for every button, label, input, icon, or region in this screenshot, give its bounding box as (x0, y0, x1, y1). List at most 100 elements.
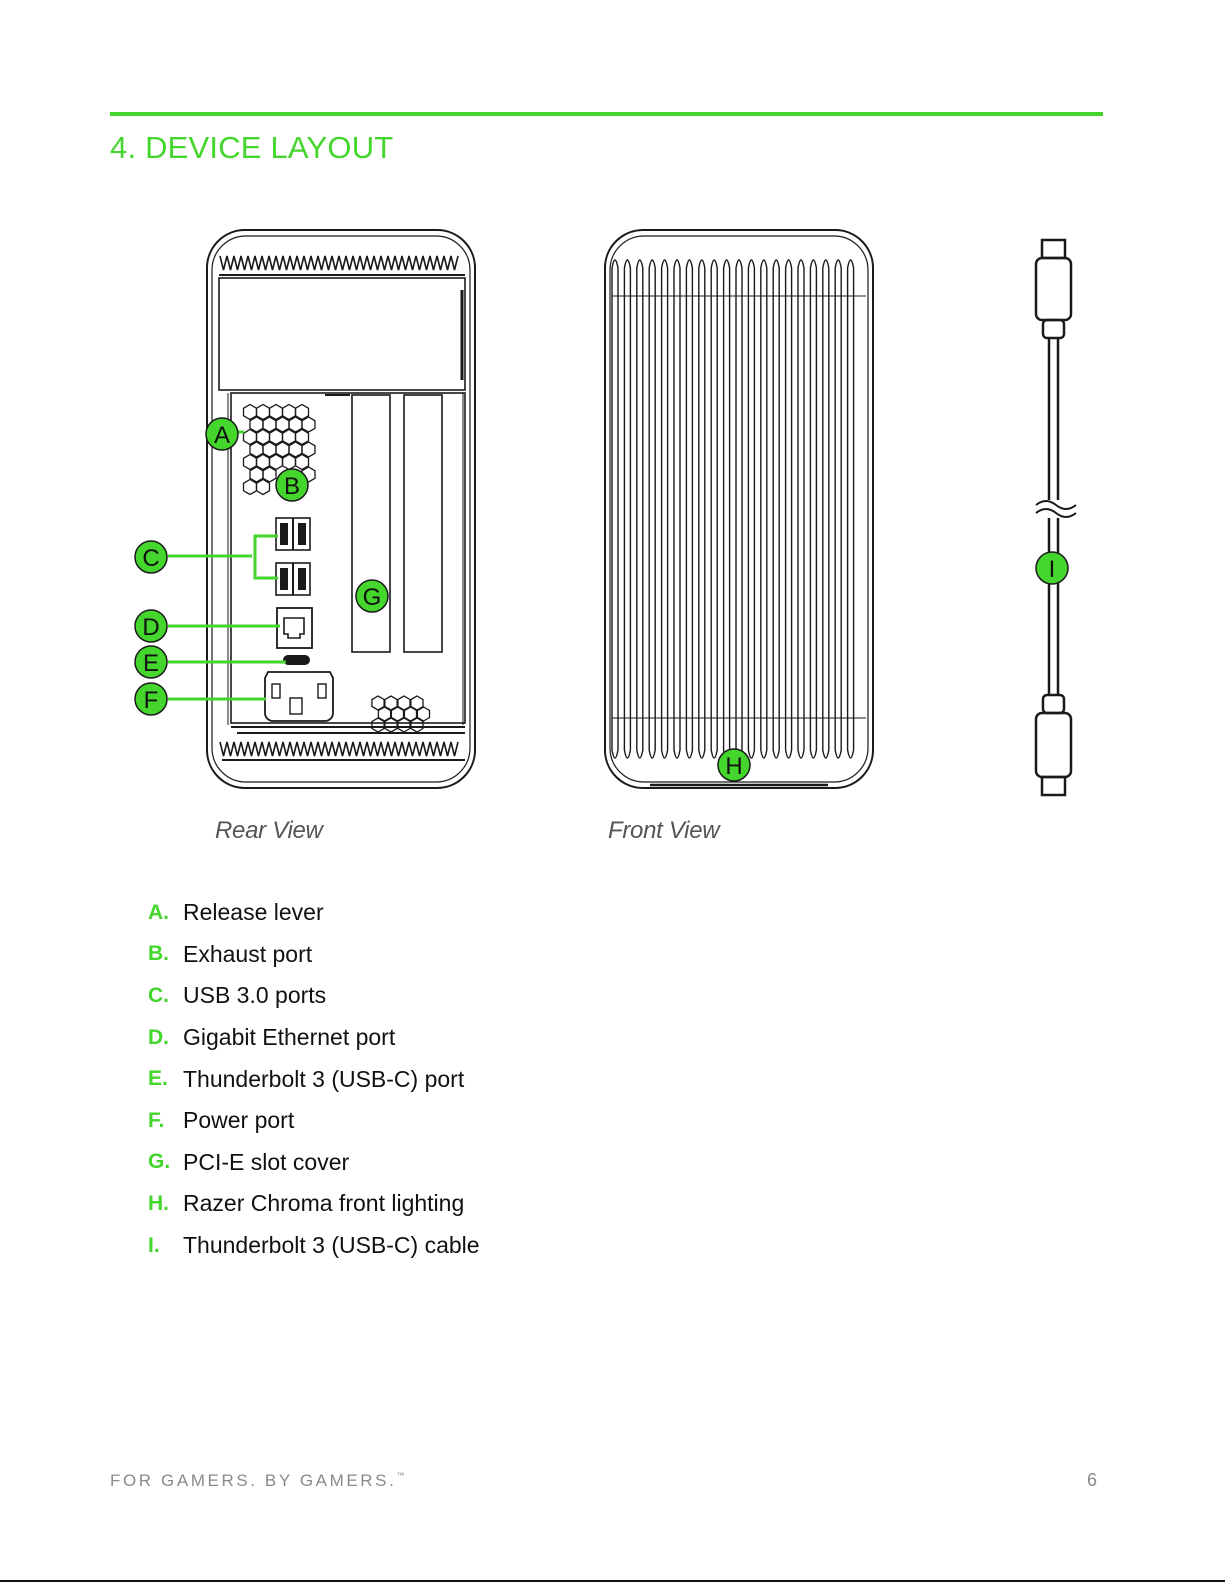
vent-hole (250, 417, 263, 432)
footer-tagline-text: FOR GAMERS. BY GAMERS. (110, 1471, 396, 1490)
legend-item: H.Razer Chroma front lighting (148, 1183, 480, 1225)
legend-letter: B. (148, 942, 183, 966)
page-number: 6 (1087, 1470, 1097, 1491)
vent-hole (283, 455, 296, 470)
svg-text:E: E (143, 650, 159, 677)
legend-letter: F. (148, 1109, 183, 1133)
legend-text: Power port (183, 1107, 294, 1134)
vent-hole (411, 718, 423, 732)
vent-hole (289, 417, 302, 432)
legend-item: G.PCI-E slot cover (148, 1142, 480, 1184)
vent-hole (257, 455, 270, 470)
vent-fin (686, 260, 692, 758)
svg-text:H: H (725, 753, 742, 780)
vent-fin (773, 260, 779, 758)
callout-h: H (718, 749, 750, 781)
trademark-symbol: ™ (396, 1471, 404, 1480)
vent-hole (372, 718, 384, 732)
vent-fin (823, 260, 829, 758)
title-rule (110, 112, 1103, 116)
callout-b: B (276, 469, 308, 501)
vent-hole (244, 455, 257, 470)
svg-text:B: B (284, 473, 300, 500)
vent-fin (662, 260, 668, 758)
thunderbolt-cable-illustration (1036, 240, 1076, 795)
vent-hole (270, 405, 283, 420)
vent-fin (674, 260, 680, 758)
legend-item: I.Thunderbolt 3 (USB-C) cable (148, 1225, 480, 1267)
vent-fin (848, 260, 854, 758)
callout-i: I (1036, 552, 1068, 584)
vent-fin (810, 260, 816, 758)
vent-fin (798, 260, 804, 758)
vent-fin (835, 260, 841, 758)
legend-text: PCI-E slot cover (183, 1149, 349, 1176)
callout-d: D (135, 610, 167, 642)
legend-item: F.Power port (148, 1100, 480, 1142)
svg-text:D: D (142, 614, 159, 641)
vent-hole (244, 405, 257, 420)
device-layout-figure: A B C D E F G H (0, 220, 1225, 820)
legend-letter: H. (148, 1192, 183, 1216)
callout-a: A (206, 418, 238, 450)
callout-c: C (135, 541, 167, 573)
legend-letter: I. (148, 1234, 183, 1258)
legend-item: B.Exhaust port (148, 934, 480, 976)
vent-hole (257, 430, 270, 445)
vent-hole (270, 455, 283, 470)
callout-f: F (135, 683, 167, 715)
vent-fin (612, 260, 618, 758)
callout-e: E (135, 646, 167, 678)
vent-hole (398, 718, 410, 732)
callout-leaders (168, 432, 286, 699)
vent-fin (748, 260, 754, 758)
legend-text: Release lever (183, 899, 324, 926)
vent-fin (724, 260, 730, 758)
page-bottom-edge (0, 1580, 1225, 1582)
vent-hole (257, 405, 270, 420)
vent-hole (283, 430, 296, 445)
legend-text: USB 3.0 ports (183, 982, 326, 1009)
svg-text:C: C (142, 545, 159, 572)
vent-fin (624, 260, 630, 758)
rear-view-illustration (207, 230, 475, 788)
vent-hole (289, 442, 302, 457)
legend-item: E.Thunderbolt 3 (USB-C) port (148, 1058, 480, 1100)
vent-hole (276, 442, 289, 457)
component-legend: A.Release lever B.Exhaust port C.USB 3.0… (148, 892, 480, 1266)
front-view-caption: Front View (608, 817, 719, 845)
callout-g: G (356, 580, 388, 612)
legend-letter: A. (148, 901, 183, 925)
legend-letter: D. (148, 1026, 183, 1050)
vent-hole (250, 442, 263, 457)
front-view-illustration (605, 230, 873, 788)
vent-fin (711, 260, 717, 758)
vent-hole (385, 718, 397, 732)
vent-hole (244, 430, 257, 445)
page-title: 4. DEVICE LAYOUT (110, 130, 393, 166)
legend-item: C.USB 3.0 ports (148, 975, 480, 1017)
svg-text:A: A (214, 422, 230, 449)
legend-letter: G. (148, 1150, 183, 1174)
footer-tagline: FOR GAMERS. BY GAMERS.™ (110, 1471, 404, 1491)
vent-hole (302, 417, 315, 432)
legend-letter: C. (148, 984, 183, 1008)
vent-hole (263, 417, 276, 432)
vent-fin (699, 260, 705, 758)
rear-view-caption: Rear View (215, 817, 323, 845)
legend-item: A.Release lever (148, 892, 480, 934)
vent-hole (276, 417, 289, 432)
vent-fin (637, 260, 643, 758)
legend-text: Exhaust port (183, 941, 312, 968)
vent-hole (296, 455, 309, 470)
svg-text:G: G (363, 584, 382, 611)
vent-hole (244, 480, 257, 495)
legend-text: Thunderbolt 3 (USB-C) port (183, 1066, 464, 1093)
vent-fin (649, 260, 655, 758)
svg-text:I: I (1049, 556, 1056, 583)
svg-text:F: F (144, 687, 159, 714)
legend-text: Razer Chroma front lighting (183, 1190, 464, 1217)
vent-hole (296, 430, 309, 445)
vent-hole (283, 405, 296, 420)
vent-hole (296, 405, 309, 420)
